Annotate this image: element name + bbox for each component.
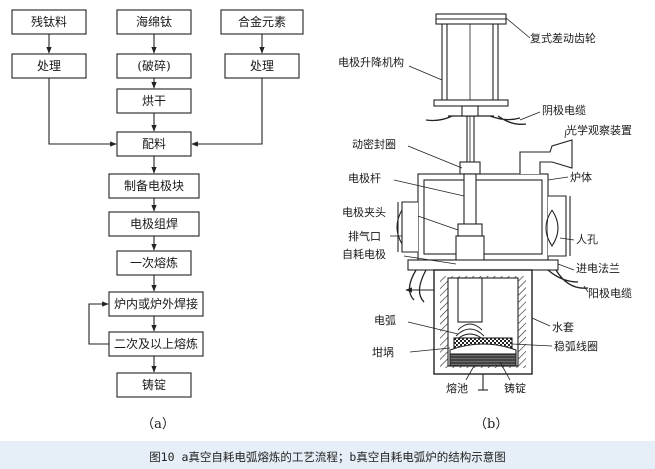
- exhaust-port: [401, 201, 418, 253]
- label-seal: 动密封圈: [352, 137, 396, 151]
- label-pool: 熔池: [446, 381, 468, 395]
- flow-box-batch: [116, 131, 192, 157]
- electrode-clamp: [457, 223, 483, 237]
- flow-arrow: [48, 78, 117, 147]
- flow-loop-arrow: [88, 301, 109, 345]
- label-gear: 复式差动齿轮: [530, 31, 596, 45]
- flow-arrow: [191, 78, 263, 147]
- caption-bar: [0, 441, 655, 469]
- flow-box-process-right: [224, 53, 300, 79]
- anode-cable: [408, 269, 427, 303]
- flow-box-second-melt: [108, 331, 204, 357]
- flow-box-inout-weld: [108, 291, 204, 317]
- flow-text-second-melt: 二次及以上熔炼: [114, 336, 198, 351]
- label-exhaust: 排气口: [348, 229, 381, 243]
- label-crucible: 坩埚: [372, 345, 394, 359]
- flow-box-electrode-weld: [108, 211, 200, 237]
- flow-text-inout-weld: 炉内或炉外焊接: [114, 296, 198, 311]
- flowchart: [11, 9, 304, 398]
- ingot: [449, 353, 517, 367]
- label-rod: 电极杆: [348, 171, 381, 185]
- label-optical: 光学观察装置: [566, 123, 632, 137]
- flow-text-crush: (破碎): [137, 58, 170, 73]
- flow-text-process-left: 处理: [37, 59, 61, 73]
- flow-box-ingot: [116, 372, 192, 398]
- optical-device: [519, 139, 573, 174]
- flow-text-first-melt: 一次熔炼: [130, 255, 178, 270]
- flow-text-residue: 残钛料: [31, 14, 67, 29]
- flow-text-sponge: 海绵钛: [136, 14, 172, 29]
- power-flange: [407, 259, 559, 271]
- label-coil: 稳弧线圈: [554, 339, 598, 353]
- furnace-sub-label: （b）: [474, 417, 508, 432]
- flow-text-electrode-weld: 电极组焊: [130, 216, 178, 231]
- label-ingot: 铸锭: [504, 381, 526, 395]
- electrode-rod: [463, 173, 477, 227]
- flow-text-alloy: 合金元素: [238, 14, 286, 29]
- flow-text-batch: 配料: [142, 137, 166, 151]
- figure-caption: 图10 a真空自耗电弧熔炼的工艺流程；b真空自耗电弧炉的结构示意图: [149, 450, 506, 464]
- flow-sub-label: （a）: [141, 417, 175, 432]
- flow-text-process-right: 处理: [250, 59, 274, 73]
- manhole: [548, 195, 567, 257]
- label-body: 炉体: [570, 170, 592, 184]
- flow-box-process-left: [11, 53, 87, 79]
- label-jacket: 水套: [552, 321, 574, 334]
- melt-pool: [449, 343, 517, 355]
- flow-text-electrode-block: 制备电极块: [124, 179, 184, 193]
- furnace-labels: 复式差动齿轮 电极升降机构 阴极电缆 动密封圈 光学观察装置 电极杆 炉体 电极…: [338, 31, 632, 432]
- flow-box-sponge: [116, 9, 192, 35]
- furnace-leaders: [390, 17, 589, 381]
- flow-text-ingot: 铸锭: [142, 377, 166, 392]
- dynamic-seal: [459, 161, 481, 175]
- label-consumable: 自耗电极: [342, 247, 386, 261]
- label-clamp: 电极夹头: [342, 205, 386, 219]
- label-arc: 电弧: [374, 313, 396, 327]
- flow-box-first-melt: [116, 250, 192, 276]
- furnace-drawing: [396, 13, 589, 391]
- flow-box-residue: [11, 9, 87, 35]
- lift-crosshead: [433, 99, 509, 107]
- flowchart-labels: 残钛料 海绵钛 合金元素 处理 (破碎) 处理 烘干 配料 制备电极块 电极组焊…: [31, 14, 286, 432]
- flow-text-dry: 烘干: [142, 94, 166, 108]
- label-cathode-cable: 阴极电缆: [542, 103, 586, 117]
- figure-svg: 残钛料 海绵钛 合金元素 处理 (破碎) 处理 烘干 配料 制备电极块 电极组焊…: [11, 9, 632, 432]
- label-manhole: 人孔: [576, 233, 598, 246]
- label-anode-cable: 阳极电缆: [588, 286, 632, 300]
- label-flange: 进电法兰: [576, 261, 620, 275]
- label-lift: 电极升降机构: [338, 55, 404, 69]
